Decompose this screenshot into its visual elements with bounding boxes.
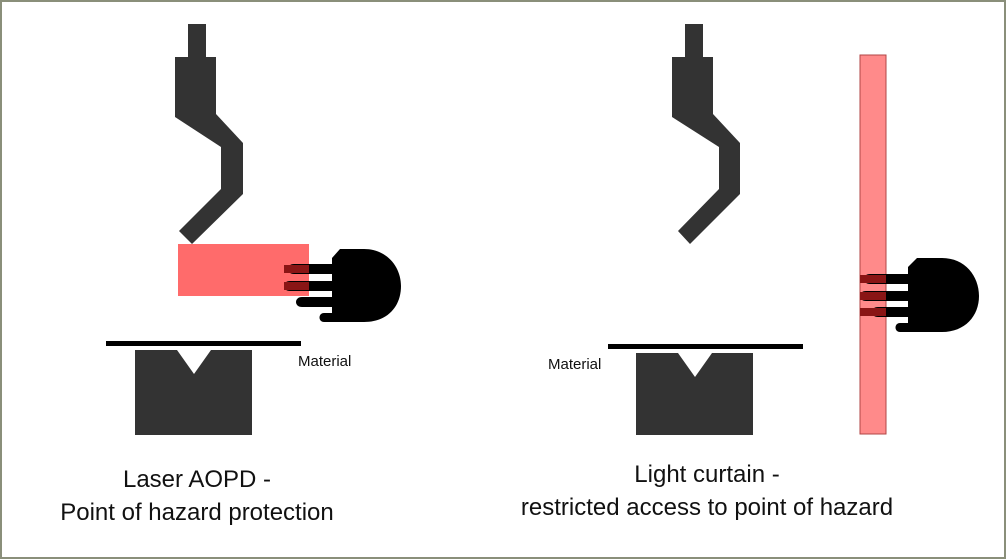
- left-sheet-material: [106, 341, 301, 346]
- left-upper-punch: [175, 24, 243, 244]
- right-sheet-material: [608, 344, 803, 349]
- left-material-label: Material: [298, 353, 352, 370]
- right-caption-line2: restricted access to point of hazard: [520, 494, 894, 521]
- right-caption: Light curtain - restricted access to poi…: [472, 458, 942, 524]
- right-material-label: Material: [548, 356, 602, 373]
- left-lower-die: [135, 350, 252, 435]
- right-hand-icon: [860, 258, 979, 332]
- left-press-brake: [106, 24, 401, 435]
- left-caption-line2: Point of hazard protection: [60, 499, 334, 526]
- right-caption-line1: Light curtain -: [634, 461, 780, 488]
- right-light-curtain: [859, 54, 887, 435]
- right-upper-punch: [672, 24, 740, 244]
- left-caption: Laser AOPD - Point of hazard protection: [22, 463, 372, 529]
- right-press-brake: [608, 24, 979, 435]
- left-hand-icon: [284, 249, 401, 322]
- left-caption-line1: Laser AOPD -: [122, 466, 272, 493]
- right-lower-die: [636, 353, 753, 435]
